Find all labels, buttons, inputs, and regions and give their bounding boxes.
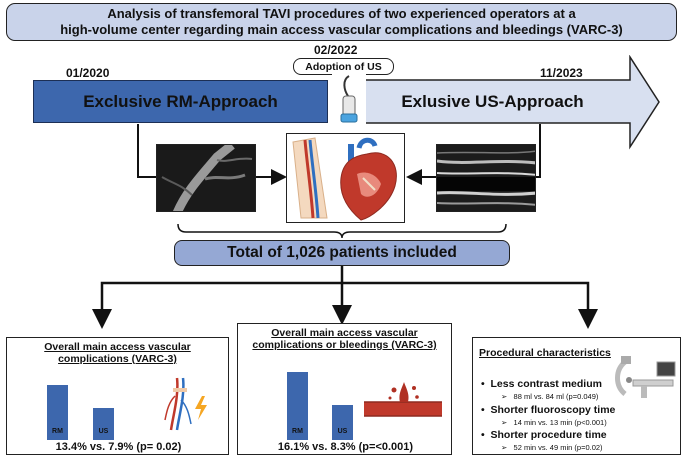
panel-2-title-line-2: complications or bleedings (VARC-3): [252, 339, 437, 351]
title-banner: Analysis of transfemoral TAVI procedures…: [6, 3, 677, 41]
panel-procedural-characteristics: Procedural characteristics • Less contra…: [472, 337, 681, 455]
panel-2-bar-rm: [287, 372, 308, 440]
rm-approach-bar: Exclusive RM-Approach: [33, 80, 328, 123]
panel-1-title-line-2: complications (VARC-3): [58, 353, 177, 365]
cath-lab-icon: [615, 356, 676, 398]
procedural-item-1-detail: ➢ 88 ml vs. 84 ml (p=0.049): [501, 392, 599, 401]
procedural-title: Procedural characteristics: [479, 347, 611, 359]
procedural-item-2-detail-text: 14 min vs. 13 min (p<0.001): [513, 418, 607, 427]
procedural-item-2: • Shorter fluoroscopy time: [481, 404, 616, 416]
panel-1-result: 13.4% vs. 7.9% (p= 0.02): [55, 441, 182, 453]
heart-icon: [340, 137, 397, 221]
panel-2-result: 16.1% vs. 8.3% (p=<0.001): [277, 441, 414, 453]
leg-vessels-icon: [164, 377, 192, 431]
procedural-item-1-detail-text: 88 ml vs. 84 ml (p=0.049): [513, 392, 599, 401]
end-date: 11/2023: [540, 66, 583, 80]
us-arrow: [364, 55, 660, 150]
panel-1-chart: RM US: [7, 368, 230, 440]
title-line-2: high-volume center regarding main access…: [60, 22, 623, 37]
mid-date: 02/2022: [314, 43, 358, 57]
procedural-item-2-detail: ➢ 14 min vs. 13 min (p<0.001): [501, 418, 607, 427]
ultrasound-probe-icon: [332, 74, 366, 128]
total-patients-banner: Total of 1,026 patients included: [174, 240, 510, 266]
panel-vascular-complications: Overall main access vascular complicatio…: [6, 337, 229, 455]
ultrasound-image: [436, 144, 536, 212]
procedural-item-3-detail: ➢ 52 min vs. 49 min (p=0.02): [501, 443, 603, 452]
us-approach-label: Exlusive US-Approach: [401, 91, 584, 111]
procedural-item-1: • Less contrast medium: [481, 378, 602, 390]
panel-1-title-line-1: Overall main access vascular: [44, 341, 191, 353]
adoption-badge: Adoption of US: [293, 58, 394, 75]
panel-1-bar-rm: [47, 385, 68, 440]
title-line-1: Analysis of transfemoral TAVI procedures…: [107, 6, 576, 21]
anatomy-image: [286, 133, 405, 223]
procedural-item-2-label: Shorter fluoroscopy time: [490, 404, 616, 416]
panel-vascular-complications-bleedings: Overall main access vascular complicatio…: [237, 323, 452, 455]
panel-2-chart: RM US: [238, 354, 453, 440]
procedural-item-3-label: Shorter procedure time: [490, 429, 607, 441]
leg-vessels-icon: [292, 137, 328, 219]
start-date: 01/2020: [66, 66, 110, 80]
lightning-icon: [195, 396, 207, 420]
panel-2-bar-label-us: US: [337, 428, 348, 435]
panel-1-bar-label-us: US: [98, 428, 109, 435]
angiography-image: [156, 144, 256, 212]
panel-2-title-line-1: Overall main access vascular: [271, 327, 418, 339]
procedural-item-1-label: Less contrast medium: [490, 378, 602, 390]
panel-1-bar-us: [93, 408, 114, 440]
panel-1-bar-label-rm: RM: [52, 428, 63, 435]
panel-2-bar-label-rm: RM: [292, 428, 303, 435]
procedural-item-3-detail-text: 52 min vs. 49 min (p=0.02): [513, 443, 603, 452]
procedural-item-3: • Shorter procedure time: [481, 429, 607, 441]
panel-2-bar-us: [332, 405, 353, 440]
bleeding-vessel-icon: [364, 382, 442, 417]
